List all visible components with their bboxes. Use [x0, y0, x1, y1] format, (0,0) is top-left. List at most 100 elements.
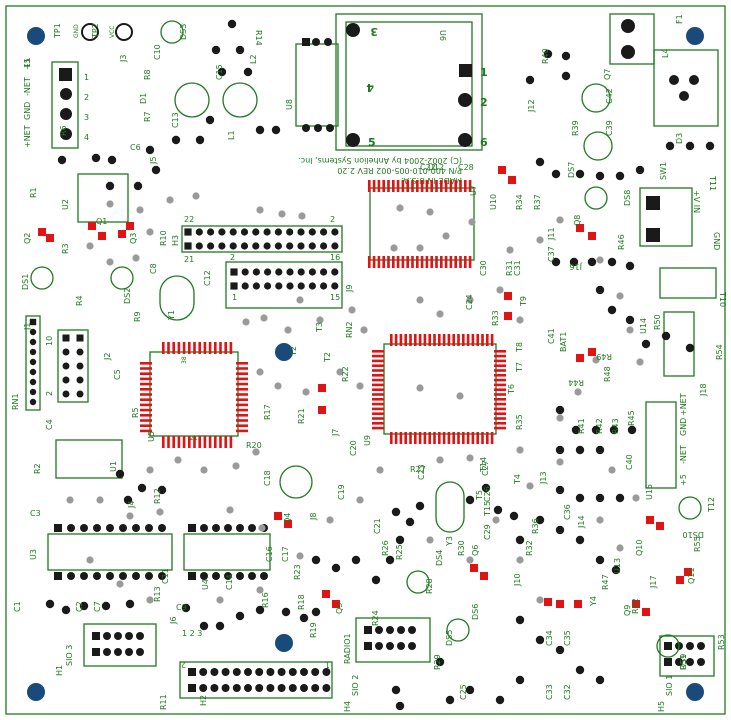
ref-r25: R25	[395, 544, 404, 560]
via	[426, 208, 434, 216]
pin-pad	[224, 572, 232, 580]
ref-j8: J8	[309, 513, 318, 521]
pad	[607, 305, 617, 315]
pin-pad	[275, 268, 283, 276]
pin-pad	[232, 684, 241, 692]
pin-pad	[29, 398, 37, 406]
pad	[515, 535, 525, 545]
pad	[575, 665, 585, 675]
ref-q4: Q4	[283, 513, 292, 524]
ref-r18: R18	[297, 594, 306, 610]
pin-pad	[297, 268, 305, 276]
ref-c21: C21	[373, 518, 382, 534]
smd-pin	[494, 369, 506, 372]
ref-r49: R49	[596, 352, 612, 361]
ref-ds1: DS1	[21, 274, 30, 290]
pin-pad	[241, 268, 249, 276]
pin-pad	[136, 632, 144, 640]
pin-pad	[311, 684, 320, 692]
smd-pin	[236, 424, 248, 427]
ref-ds5: DS5	[445, 630, 454, 646]
pin-pad	[145, 572, 153, 580]
ref-t3: T3	[315, 322, 324, 333]
h3-pin-22: 22	[184, 215, 194, 224]
h3-label: H3	[171, 235, 180, 246]
t10-terminal	[659, 267, 717, 299]
pin-pad	[300, 684, 308, 692]
tp1-pad	[81, 23, 99, 41]
smd-pin	[193, 342, 196, 354]
mounting-hole	[27, 683, 45, 701]
ref-u1: U1	[109, 461, 118, 472]
pin-pad	[119, 524, 127, 532]
pin-pad	[331, 268, 339, 276]
rt-pin-4: +NET	[679, 393, 688, 416]
smd-pin	[399, 334, 403, 346]
pad	[217, 67, 227, 77]
pin-pad	[80, 572, 88, 580]
smd-pin	[418, 432, 422, 444]
smd-pin	[471, 334, 475, 346]
ref-r46: R46	[617, 234, 626, 250]
pin-pad	[199, 684, 208, 692]
smd-pin	[438, 432, 441, 444]
pin-pad	[386, 642, 394, 650]
pin-pad	[288, 668, 297, 676]
pad	[458, 93, 472, 107]
smd-pin	[428, 432, 431, 444]
pin-pad	[252, 228, 260, 236]
pad	[60, 88, 72, 100]
c39-capacitor	[583, 131, 613, 161]
smd-pin	[494, 350, 506, 353]
t1-num-4: 4	[84, 133, 89, 142]
via	[436, 310, 444, 318]
ref-u10: U10	[489, 194, 498, 210]
pin-pad	[188, 668, 196, 676]
via	[516, 316, 524, 324]
h2-header	[179, 661, 333, 699]
ref-j10: J10	[513, 573, 522, 587]
ref-q9: Q9	[623, 605, 632, 616]
j9-pin-16: 16	[330, 253, 340, 262]
pad	[445, 695, 455, 705]
via	[126, 512, 134, 520]
c13-capacitor	[174, 82, 210, 118]
ref-u2: U2	[61, 199, 70, 210]
via	[86, 556, 94, 564]
pad	[551, 169, 561, 179]
ref-q3: Q3	[129, 233, 138, 244]
ref-f1: F1	[675, 14, 684, 24]
pad	[235, 45, 245, 55]
pad	[465, 685, 475, 695]
smd-pin	[182, 342, 186, 354]
smd-pin	[490, 334, 494, 346]
pad	[575, 445, 585, 455]
smd-pin	[476, 432, 479, 444]
t10-label: T10	[718, 291, 727, 307]
h2-pin-1: 1	[325, 660, 330, 669]
ref-j3: J3	[119, 55, 128, 63]
t1-pin-2: GND	[23, 102, 32, 120]
vin-label: +V IN	[692, 190, 701, 213]
pad	[481, 483, 491, 493]
pin-pad	[236, 572, 244, 580]
ref-r20: R20	[246, 441, 262, 450]
smd-pad	[88, 222, 96, 230]
smd-pin	[449, 180, 453, 192]
via	[376, 466, 384, 474]
pin-pad	[29, 338, 37, 346]
l4-outline	[653, 49, 719, 127]
ref-c30: C30	[479, 260, 488, 276]
t1-num-3: 3	[84, 113, 89, 122]
smd-pin	[447, 432, 451, 444]
smd-pin	[372, 350, 384, 353]
t1-pin-1: +NET	[23, 125, 32, 148]
smd-pad	[318, 406, 326, 414]
ref-c34: C34	[545, 630, 554, 646]
via	[492, 516, 500, 524]
u3-outline	[47, 533, 173, 571]
pad	[302, 38, 310, 46]
via	[556, 216, 564, 224]
pad	[621, 19, 635, 33]
